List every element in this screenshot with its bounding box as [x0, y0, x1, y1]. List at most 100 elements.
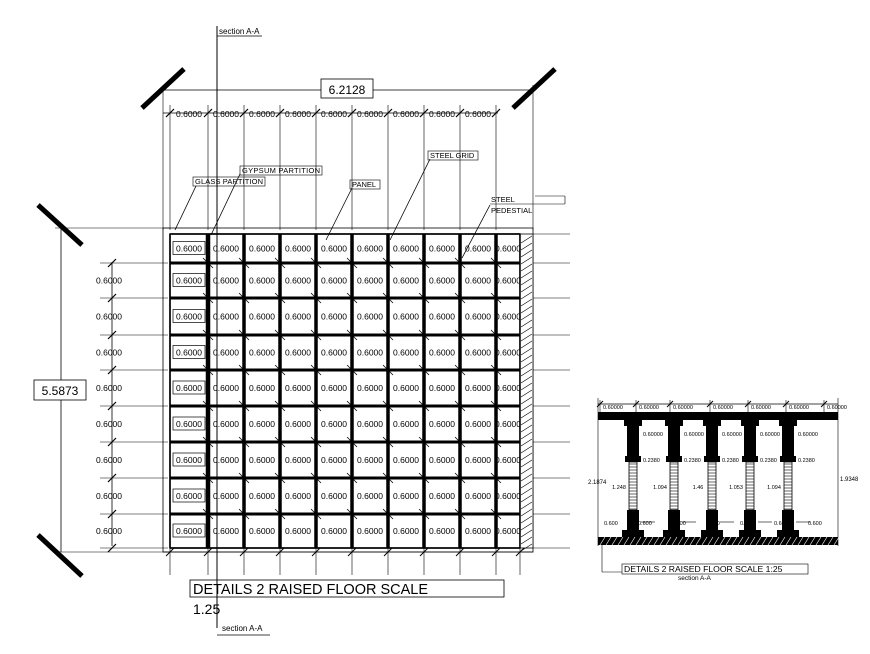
grid-joint-tick [310, 257, 322, 269]
panel-cell-label: 0.6000 [213, 276, 239, 286]
section-subtitle: section A-A [678, 575, 712, 582]
top-tick [419, 108, 429, 118]
base-hatch-line [827, 536, 834, 546]
side-hatch-strip [519, 233, 534, 549]
grid-joint-tick [346, 329, 358, 341]
steel-grid [169, 233, 521, 549]
gypsum-partition-leader [210, 173, 241, 236]
grid-joint-tick [238, 472, 250, 484]
base-hatch-line [647, 536, 654, 546]
grid-joint-tick [490, 472, 502, 484]
grid-joint-tick [490, 257, 502, 269]
cell-label-box [172, 416, 206, 431]
pedestal-side-dim: 0.2380 [760, 458, 777, 464]
grid-joint-tick [202, 472, 214, 484]
hatch-line [520, 361, 533, 370]
left-dim-label: 0.6000 [96, 491, 122, 501]
panel-cell-label: 0.6000 [249, 276, 275, 286]
bottom-tick [515, 547, 525, 557]
grid-joint-tick [346, 364, 358, 376]
grid-joint-tick [346, 292, 358, 304]
pedestal-head [703, 420, 721, 426]
base-hatch-line [599, 536, 606, 546]
pedestal-head [779, 420, 797, 426]
grid-joint-tick [310, 400, 322, 412]
panel-cell-label: 0.6000 [495, 455, 521, 465]
panel-cell-label: 0.6000 [465, 244, 491, 254]
top-dim-label: 0.6000 [285, 109, 311, 119]
pedestal-stem-dim: 1.094 [767, 485, 781, 491]
panel-cell-label: 0.6000 [321, 419, 347, 429]
panel-cell-label: 0.6000 [285, 348, 311, 358]
grid-joint-tick [454, 508, 466, 520]
hatch-line [520, 333, 533, 342]
base-hatch-line [809, 536, 816, 546]
grid-joint-tick [382, 329, 394, 341]
grid-joint-tick [238, 329, 250, 341]
base-hatch-line [785, 536, 792, 546]
panel-cell-label: 0.6000 [249, 491, 275, 501]
grid-rail-line [170, 368, 520, 372]
grid-rail-line [170, 476, 520, 480]
grid-joint-tick [382, 364, 394, 376]
grid-joint-tick [382, 472, 394, 484]
section-top-dim-label: 0.60000 [639, 405, 659, 411]
top-tick [347, 108, 357, 118]
section-title-box [621, 563, 809, 575]
panel-box [349, 179, 381, 190]
pedestal-lower-tube [627, 510, 639, 530]
base-hatch-line [779, 536, 786, 546]
section-marker-bottom: section A-A [222, 624, 263, 633]
grid-joint-tick [454, 436, 466, 448]
hatch-line [520, 305, 533, 314]
grid-rail-line [170, 547, 520, 549]
section-right-height: 1.9348 [840, 477, 859, 483]
grid-joint-tick [490, 329, 502, 341]
hatch-line [520, 382, 533, 391]
pedestal-lower-tube [668, 510, 680, 530]
panel-cell-label: 0.6000 [393, 383, 419, 393]
cell-label-box [172, 380, 206, 395]
left-tick [107, 473, 117, 483]
base-hatch-line [749, 536, 756, 546]
grid-joint-tick [346, 400, 358, 412]
bottom-ticks [163, 546, 533, 575]
grid-joint-tick [346, 436, 358, 448]
section-top-dim-label: 0.60000 [789, 405, 809, 411]
grid-rail-line [170, 440, 520, 444]
pedestal-nut [704, 456, 720, 462]
panel-cell-label: 0.6000 [176, 348, 202, 358]
panel-cell-label: 0.6000 [249, 455, 275, 465]
hatch-line [520, 480, 533, 489]
panel-cell-label: 0.6000 [176, 276, 202, 286]
grid-post-line [242, 234, 246, 548]
grid-joint-tick [238, 508, 250, 520]
section-bottom-dim-label: 0.600 [638, 521, 652, 527]
hatch-line [520, 403, 533, 412]
grid-joint-tick [310, 472, 322, 484]
grid-post-line [519, 234, 521, 548]
base-hatch-line [755, 536, 762, 546]
hatch-line [520, 326, 533, 335]
grid-joint-tick [238, 292, 250, 304]
left-tick [107, 330, 117, 340]
grid-joint-tick [382, 292, 394, 304]
grid-joint-tick [202, 257, 214, 269]
grid-post-line [350, 234, 354, 548]
left-tick [107, 437, 117, 447]
left-dim-label: 0.6000 [96, 312, 122, 322]
grid-joint-tick [454, 364, 466, 376]
panel-cell-label: 0.6000 [285, 455, 311, 465]
panel-cell-label: 0.6000 [495, 276, 521, 286]
panel-cell-label: 0.6000 [393, 526, 419, 536]
hatch-line [520, 515, 533, 524]
plan-title-box [189, 579, 505, 598]
grid-joint-tick [310, 364, 322, 376]
base-hatch-line [707, 536, 714, 546]
hatch-line [520, 319, 533, 328]
panel-cell-label: 0.6000 [249, 383, 275, 393]
bottom-tick [239, 547, 249, 557]
pedestal-nut [625, 456, 641, 462]
corner-slash-lb [36, 533, 84, 578]
base-hatch-line [731, 536, 738, 546]
